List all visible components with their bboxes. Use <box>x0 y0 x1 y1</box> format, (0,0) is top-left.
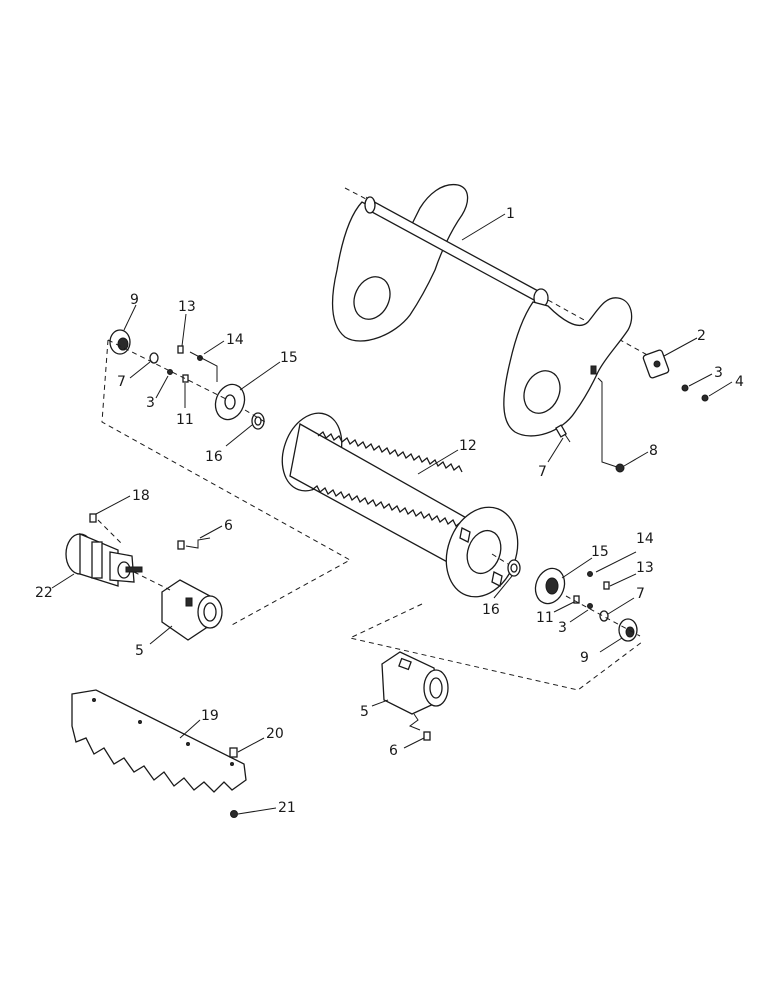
part-3-right-top <box>681 384 689 392</box>
label-part-15-right: 15 <box>591 544 609 560</box>
part-13-right-bolt <box>603 581 610 590</box>
label-part-20: 20 <box>266 726 284 742</box>
plate-stud <box>590 365 597 375</box>
label-part-13-right: 13 <box>636 560 654 576</box>
label-part-16-left: 16 <box>205 449 223 465</box>
label-part-12: 12 <box>459 438 477 454</box>
label-part-14-right: 14 <box>636 531 654 547</box>
part-18-bolt <box>89 513 97 523</box>
label-part-19: 19 <box>201 708 219 724</box>
drum-bore <box>466 529 502 575</box>
part-7-left-washer <box>149 352 159 364</box>
label-part-21: 21 <box>278 800 296 816</box>
part-13-left-bolt <box>177 345 184 354</box>
drum-slot-1 <box>459 527 471 543</box>
tube-end-left <box>364 196 376 214</box>
label-part-3-left: 3 <box>146 395 155 411</box>
part-22-motor <box>65 533 143 587</box>
label-part-7-upper: 7 <box>538 464 547 480</box>
left-hardware-group <box>107 329 266 430</box>
part-8-bracket <box>597 377 625 473</box>
part-3-right-nut <box>587 603 593 609</box>
part-19-serrated-knife <box>71 689 247 793</box>
part-6-left-bolt <box>177 537 211 550</box>
label-part-6-left: 6 <box>224 518 233 534</box>
leader-lines <box>51 213 733 815</box>
toothed-drum <box>281 412 519 598</box>
part-14-right-nut <box>587 571 593 577</box>
part-5-left-housing <box>133 571 223 641</box>
drum-teeth-top <box>317 430 463 473</box>
label-part-13-left: 13 <box>178 299 196 315</box>
right-side-plate <box>503 297 633 437</box>
label-part-4: 4 <box>735 374 744 390</box>
label-part-15-left: 15 <box>280 350 298 366</box>
label-part-14-left: 14 <box>226 332 244 348</box>
label-part-6-right: 6 <box>389 743 398 759</box>
label-part-11-left: 11 <box>176 412 194 428</box>
label-part-18: 18 <box>132 488 150 504</box>
part-20-screw <box>229 747 238 758</box>
label-part-9-left: 9 <box>130 292 139 308</box>
part-4 <box>701 394 709 402</box>
label-part-3-top-right: 3 <box>714 365 723 381</box>
part-7-right-washer <box>599 610 609 622</box>
part-11-right-bolt <box>573 595 580 604</box>
part-7-upper <box>555 424 571 443</box>
label-part-5-right: 5 <box>360 704 369 720</box>
dashed-link-left <box>101 339 352 627</box>
left-plate-hole <box>353 276 391 320</box>
frame-assembly <box>331 183 661 437</box>
frame-centerline-left <box>344 187 369 201</box>
part-21-nut <box>230 810 238 818</box>
right-hardware-group <box>491 553 641 642</box>
part-6-right-bolt <box>423 731 431 741</box>
drum-teeth-bottom <box>311 484 465 529</box>
label-part-1: 1 <box>506 206 515 222</box>
drum-slot-2 <box>491 571 503 587</box>
label-part-8: 8 <box>649 443 658 459</box>
label-part-16-right: 16 <box>482 602 500 618</box>
label-part-7-right: 7 <box>636 586 645 602</box>
left-side-plate <box>331 183 469 342</box>
part-2 <box>642 349 670 379</box>
part-11-left-bolt <box>182 374 189 383</box>
part-5-right-housing <box>381 651 449 731</box>
label-part-11-right: 11 <box>536 610 554 626</box>
right-plate-hole <box>523 370 561 414</box>
part-15-left-flange <box>214 383 246 421</box>
label-part-9-right: 9 <box>580 650 589 666</box>
drum-body <box>289 422 471 572</box>
label-part-3-right: 3 <box>558 620 567 636</box>
dashed-link-right <box>348 603 643 691</box>
label-part-7-left: 7 <box>117 374 126 390</box>
part-labels: 1 2 3 4 8 7 9 13 14 15 7 3 11 16 12 18 6… <box>35 206 744 816</box>
label-part-22: 22 <box>35 585 53 601</box>
label-part-2: 2 <box>697 328 706 344</box>
label-part-5-left: 5 <box>135 643 144 659</box>
